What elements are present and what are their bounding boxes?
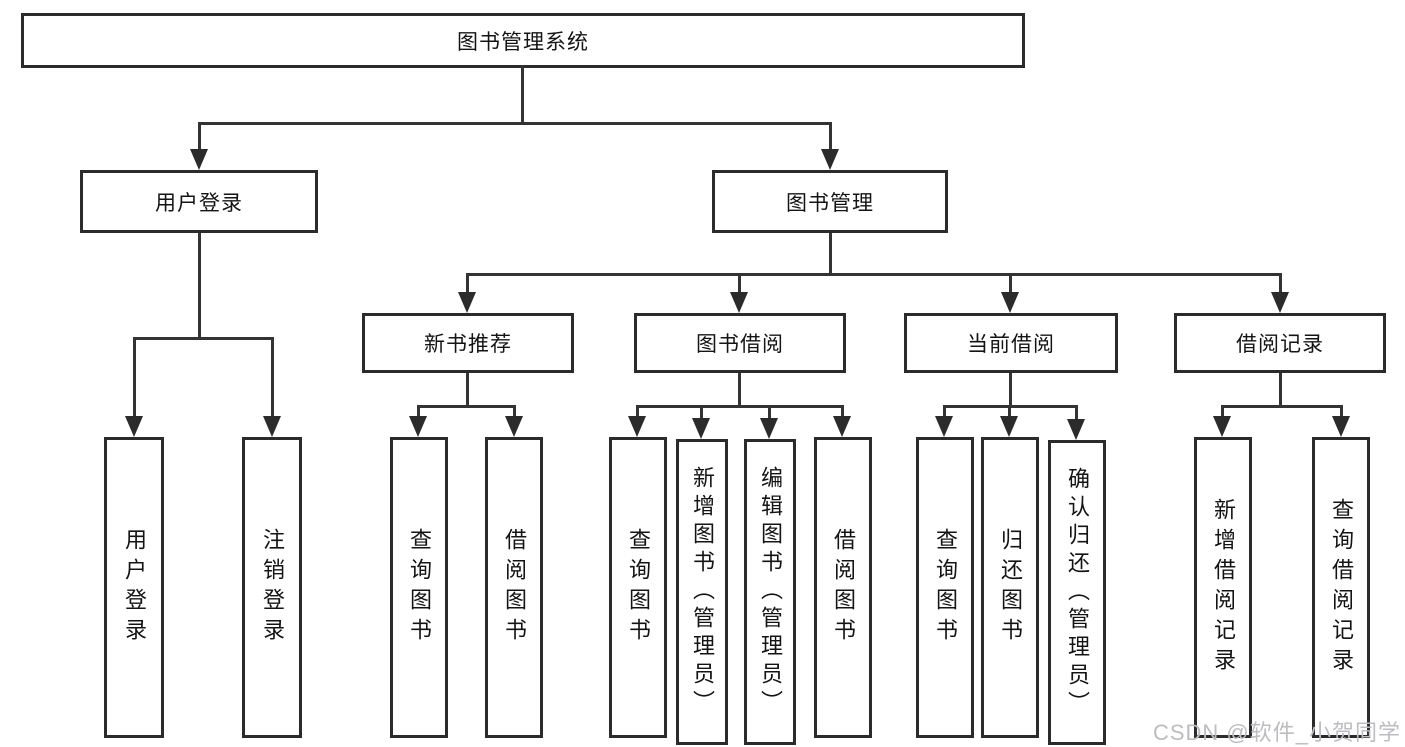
- connector-to-nbr-query: [417, 405, 420, 421]
- arrowhead-leaf-login: [125, 416, 143, 437]
- node-root: 图书管理系统: [21, 13, 1025, 68]
- connector-root-horizontal: [198, 122, 832, 125]
- leaf-nbr-borrow-books: 借阅图书: [485, 437, 543, 738]
- arrowhead-current-borrow: [1001, 292, 1019, 313]
- connector-user-login-horizontal: [133, 337, 274, 340]
- arrowhead-cb-confirm: [1067, 419, 1085, 440]
- leaf-br-query-record: 查询借阅记录: [1312, 437, 1370, 738]
- leaf-bb-borrow-books-label: 借阅图书: [831, 527, 856, 648]
- connector-to-book-mgmt: [829, 122, 832, 154]
- leaf-user-login: 用户登录: [104, 437, 164, 738]
- node-borrow-records: 借阅记录: [1174, 313, 1386, 373]
- node-root-label: 图书管理系统: [457, 30, 589, 54]
- leaf-cb-return-books: 归还图书: [981, 437, 1039, 738]
- connector-to-cb-return: [1008, 405, 1011, 421]
- leaf-cb-confirm-return: 确认归还（管理员）: [1048, 440, 1106, 745]
- leaf-br-query-record-label: 查询借阅记录: [1329, 497, 1354, 678]
- connector-to-br-query: [1340, 405, 1343, 421]
- arrowhead-cb-query: [935, 416, 953, 437]
- connector-to-bb-add: [700, 405, 703, 421]
- node-book-borrow-label: 图书借阅: [696, 333, 784, 356]
- node-user-login-label: 用户登录: [155, 191, 243, 215]
- connector-nbr-stem: [466, 373, 469, 405]
- node-user-login: 用户登录: [80, 170, 318, 233]
- connector-cb-stem: [1009, 373, 1012, 405]
- node-new-book-rec-label: 新书推荐: [424, 333, 512, 356]
- leaf-cb-confirm-return-label: 确认归还（管理员）: [1065, 466, 1090, 719]
- leaf-user-login-label: 用户登录: [122, 527, 147, 648]
- connector-to-bb-borrow: [841, 405, 844, 421]
- connector-to-leaf-logout: [271, 337, 274, 419]
- leaf-cb-query-books-label: 查询图书: [933, 527, 958, 648]
- leaf-nbr-query-books-label: 查询图书: [407, 527, 432, 648]
- arrowhead-br-add: [1213, 416, 1231, 437]
- connector-to-br-add: [1221, 405, 1224, 421]
- connector-to-new-book-rec: [466, 273, 469, 297]
- leaf-bb-borrow-books: 借阅图书: [814, 437, 872, 738]
- leaf-nbr-borrow-books-label: 借阅图书: [502, 527, 527, 648]
- connector-bb-stem: [738, 373, 741, 405]
- arrowhead-leaf-logout: [263, 416, 281, 437]
- csdn-watermark: CSDN @软件_小贺同学: [1152, 720, 1401, 745]
- arrowhead-new-book-rec: [458, 292, 476, 313]
- leaf-bb-edit-books: 编辑图书（管理员）: [744, 439, 796, 745]
- leaf-cb-query-books: 查询图书: [916, 437, 974, 738]
- node-book-mgmt-label: 图书管理: [786, 191, 874, 215]
- node-book-borrow: 图书借阅: [634, 313, 846, 373]
- connector-to-cb-query: [943, 405, 946, 421]
- arrowhead-nbr-borrow: [505, 416, 523, 437]
- connector-br-horizontal: [1221, 405, 1343, 408]
- leaf-logout-label: 注销登录: [260, 527, 285, 648]
- arrowhead-nbr-query: [409, 416, 427, 437]
- connector-book-mgmt-horizontal: [466, 273, 1282, 276]
- node-new-book-rec: 新书推荐: [362, 313, 574, 373]
- arrowhead-user-login: [190, 149, 208, 170]
- leaf-logout: 注销登录: [242, 437, 302, 738]
- connector-to-current-borrow: [1009, 273, 1012, 297]
- leaf-bb-add-books: 新增图书（管理员）: [676, 439, 728, 745]
- connector-to-nbr-borrow: [513, 405, 516, 421]
- arrowhead-book-mgmt: [821, 149, 839, 170]
- arrowhead-borrow-records: [1271, 292, 1289, 313]
- connector-to-leaf-login: [133, 337, 136, 419]
- connector-to-bb-edit: [768, 405, 771, 421]
- leaf-nbr-query-books: 查询图书: [390, 437, 448, 738]
- connector-to-book-borrow: [738, 273, 741, 297]
- leaf-bb-query-books: 查询图书: [609, 437, 667, 738]
- arrowhead-br-query: [1332, 416, 1350, 437]
- connector-to-user-login: [198, 122, 201, 154]
- arrowhead-bb-query: [628, 416, 646, 437]
- node-current-borrow-label: 当前借阅: [967, 333, 1055, 356]
- leaf-cb-return-books-label: 归还图书: [998, 527, 1023, 648]
- leaf-br-add-record: 新增借阅记录: [1194, 437, 1252, 738]
- connector-nbr-horizontal: [417, 405, 516, 408]
- arrowhead-bb-edit: [760, 418, 778, 439]
- node-borrow-records-label: 借阅记录: [1236, 333, 1324, 356]
- connector-to-borrow-records: [1279, 273, 1282, 297]
- node-book-mgmt: 图书管理: [712, 170, 948, 233]
- leaf-bb-edit-books-label: 编辑图书（管理员）: [758, 466, 783, 718]
- connector-root-stem: [521, 65, 524, 122]
- arrowhead-cb-return: [1000, 416, 1018, 437]
- connector-to-bb-query: [636, 405, 639, 421]
- leaf-bb-query-books-label: 查询图书: [626, 527, 651, 648]
- connector-user-login-stem: [198, 233, 201, 337]
- arrowhead-bb-add: [692, 418, 710, 439]
- node-current-borrow: 当前借阅: [904, 313, 1118, 373]
- arrowhead-book-borrow: [730, 292, 748, 313]
- arrowhead-bb-borrow: [833, 416, 851, 437]
- connector-br-stem: [1279, 373, 1282, 405]
- connector-bb-horizontal: [636, 405, 844, 408]
- connector-book-mgmt-stem: [829, 233, 832, 273]
- leaf-bb-add-books-label: 新增图书（管理员）: [690, 466, 715, 718]
- leaf-br-add-record-label: 新增借阅记录: [1211, 497, 1236, 678]
- connector-to-cb-confirm: [1075, 405, 1078, 421]
